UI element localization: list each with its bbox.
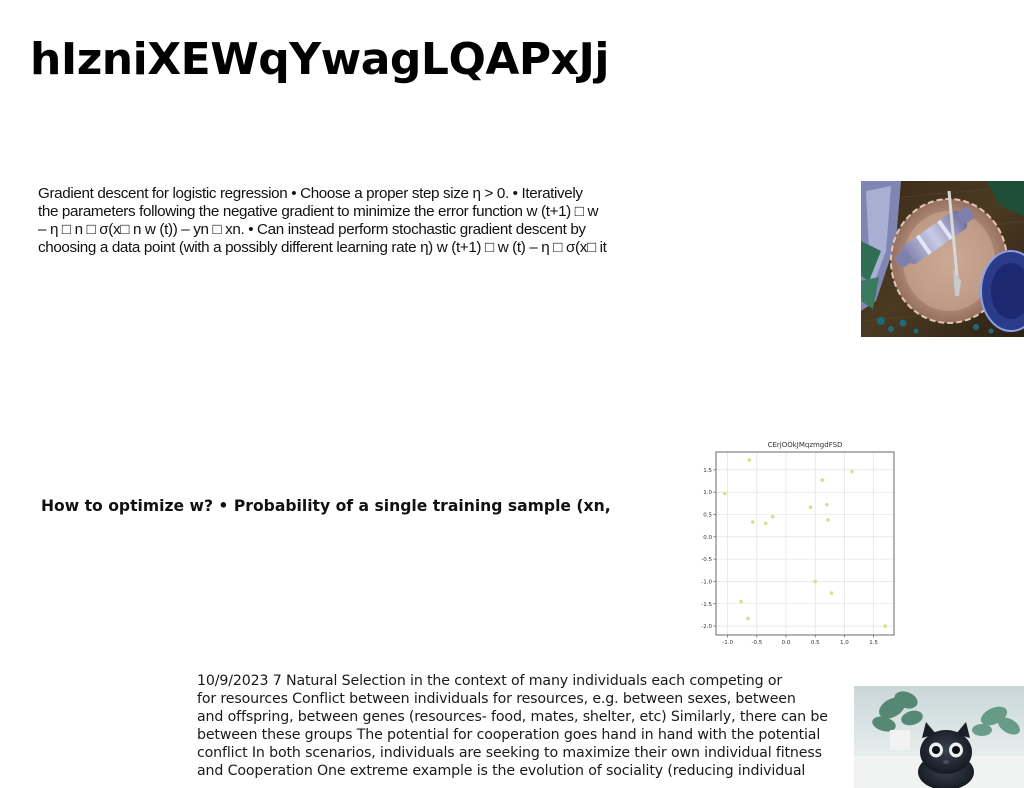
x-tick-label: -1.0 [722,640,733,646]
y-tick-label: 0.0 [703,535,712,541]
x-tick-label: 1.5 [869,640,878,646]
scatter-point [747,458,752,462]
paragraph-line: – η □ n □ σ(x□ n w (t)) – yn □ xn. • Can… [38,221,586,238]
paragraph-line: between these groups The potential for c… [197,727,821,743]
scatter-point [763,521,768,526]
paragraph-line: and offspring, between genes (resources-… [197,709,828,725]
scatter-point [883,624,888,628]
natural-selection-paragraph: 10/9/2023 7 Natural Selection in the con… [197,672,842,780]
scatter-point [750,520,755,524]
scatter-point [808,505,813,510]
chart-grid [716,452,894,635]
paragraph-line: and Cooperation One extreme example is t… [197,763,806,779]
y-tick-label: 0.5 [703,512,712,518]
scatter-point [739,599,743,604]
paragraph-line: choosing a data point (with a possibly d… [38,239,607,256]
y-tick-label: 1.5 [703,468,712,474]
y-tick-label: 1.0 [703,490,712,496]
paragraph-line: Gradient descent for logistic regression… [38,185,583,202]
scatter-point [722,491,727,496]
chart-frame [715,451,895,636]
scatter-point [829,591,834,595]
paragraph-line: conflict In both scenarios, individuals … [197,745,822,761]
y-tick-label: -2.0 [701,624,712,630]
x-tick-label: 0.0 [782,640,791,646]
x-tick-label: -0.5 [751,640,762,646]
x-tick-label: 1.0 [840,640,849,646]
scatter-chart: CErjOOkJMqzmgdFSD -1.0 -0.5 0.0 0.5 1.0 1.5 1… [700,438,900,650]
cat-photo [854,686,1024,788]
scatter-point [770,514,775,519]
paragraph-line: 10/9/2023 7 Natural Selection in the con… [197,673,783,689]
paragraph-line: the parameters following the negative gr… [38,203,599,220]
scatter-points [722,458,888,628]
y-tick-label: -1.0 [701,579,712,585]
chart-title: CErjOOkJMqzmgdFSD [768,441,843,449]
scatter-chart-svg: CErjOOkJMqzmgdFSD -1.0 -0.5 0.0 0.5 1.0 1.5 1… [701,441,895,646]
scatter-point [826,518,830,522]
y-tick-label: -1.5 [701,602,712,608]
paragraph-line: for resources Conflict between individua… [197,691,796,707]
scatter-point [746,616,750,621]
section-heading: How to optimize w? • Probability of a si… [41,497,611,515]
scatter-point [850,469,854,474]
x-axis-ticks: -1.0 -0.5 0.0 0.5 1.0 1.5 [722,635,878,646]
scatter-point [813,579,818,584]
y-axis-ticks: 1.5 1.0 0.5 0.0 -0.5 -1.0 -1.5 -2.0 [701,468,716,630]
gradient-descent-paragraph: Gradient descent for logistic regression… [38,185,678,257]
table-setting-photo [861,181,1024,337]
page-title: hIzniXEWqYwagLQAPxJj [30,34,610,85]
scatter-point [825,502,829,507]
y-tick-label: -0.5 [701,557,712,563]
x-tick-label: 0.5 [811,640,820,646]
scatter-point [820,478,825,482]
